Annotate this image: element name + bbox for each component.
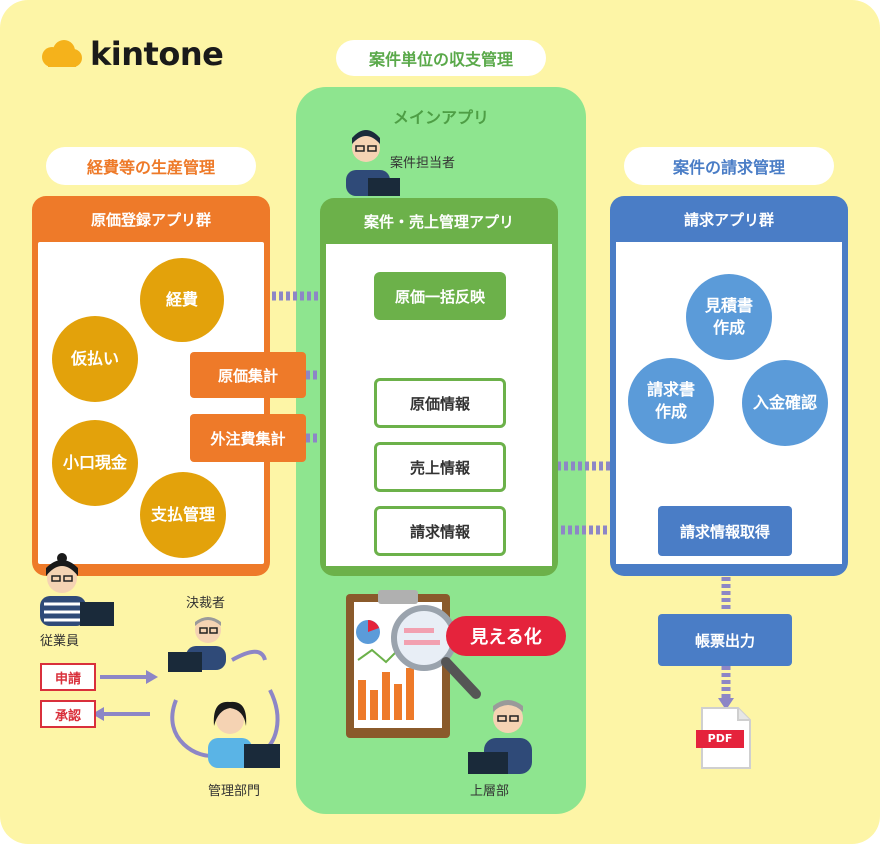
visualize-badge: 見える化 bbox=[446, 616, 566, 656]
project-sales-app-header: 案件・売上管理アプリ bbox=[363, 212, 514, 231]
admin-figure bbox=[204, 696, 280, 770]
cycle-arrow-top bbox=[231, 649, 267, 662]
billing-fetch-box[interactable]: 請求情報取得 bbox=[658, 506, 792, 556]
admin-person-icon bbox=[208, 701, 280, 768]
pdf-label: PDF bbox=[707, 732, 733, 745]
pdf-document-icon bbox=[696, 707, 751, 769]
right-title: 案件の請求管理 bbox=[624, 147, 834, 185]
payment-confirmation-circle[interactable]: 入金確認 bbox=[742, 360, 828, 446]
executive-label: 上層部 bbox=[470, 784, 510, 799]
sales-info-box[interactable]: 売上情報 bbox=[374, 442, 506, 492]
petty-cash-circle[interactable]: 小口現金 bbox=[52, 420, 138, 506]
arrowhead-down-pdf bbox=[718, 698, 734, 710]
outsource-aggregate-box[interactable]: 外注費集計 bbox=[190, 414, 306, 462]
payment-management-circle[interactable]: 支払管理 bbox=[140, 472, 226, 558]
form-output-box[interactable]: 帳票出力 bbox=[658, 614, 792, 666]
top-title: 案件単位の収支管理 bbox=[336, 40, 546, 76]
logo-text: kintone bbox=[90, 35, 224, 73]
approver-label: 決裁者 bbox=[186, 596, 226, 611]
approve-badge[interactable]: 承認 bbox=[40, 700, 96, 728]
left-title: 経費等の生産管理 bbox=[46, 147, 256, 185]
quotation-circle[interactable]: 見積書 作成 bbox=[686, 274, 772, 360]
main-app-title: メインアプリ bbox=[392, 108, 489, 127]
invoice-circle[interactable]: 請求書 作成 bbox=[628, 358, 714, 444]
employee-person-icon bbox=[40, 553, 114, 626]
admin-label: 管理部門 bbox=[208, 784, 261, 799]
approver-person-icon bbox=[168, 617, 226, 672]
person-at-laptop-icon bbox=[346, 130, 400, 196]
cloud-logo-icon bbox=[42, 40, 82, 67]
executive-person-icon bbox=[468, 700, 532, 774]
project-manager-figure bbox=[338, 126, 400, 200]
advance-payment-circle[interactable]: 仮払い bbox=[52, 316, 138, 402]
cost-aggregate-box[interactable]: 原価集計 bbox=[190, 352, 306, 398]
project-manager-label: 案件担当者 bbox=[390, 156, 456, 171]
billing-info-box[interactable]: 請求情報 bbox=[374, 506, 506, 556]
expense-circle[interactable]: 経費 bbox=[140, 258, 224, 342]
kintone-logo: kintone bbox=[40, 34, 240, 74]
employee-figure bbox=[36, 552, 116, 628]
cost-app-group-header: 原価登録アプリ群 bbox=[90, 210, 211, 229]
approver-figure bbox=[168, 612, 232, 672]
apply-badge[interactable]: 申請 bbox=[40, 663, 96, 691]
billing-app-group-header: 請求アプリ群 bbox=[683, 210, 774, 229]
cost-bulk-reflect-button[interactable]: 原価一括反映 bbox=[374, 272, 506, 320]
executive-figure bbox=[468, 690, 538, 776]
cost-info-box[interactable]: 原価情報 bbox=[374, 378, 506, 428]
employee-label: 従業員 bbox=[40, 634, 80, 649]
magnifier-icon bbox=[391, 605, 481, 699]
